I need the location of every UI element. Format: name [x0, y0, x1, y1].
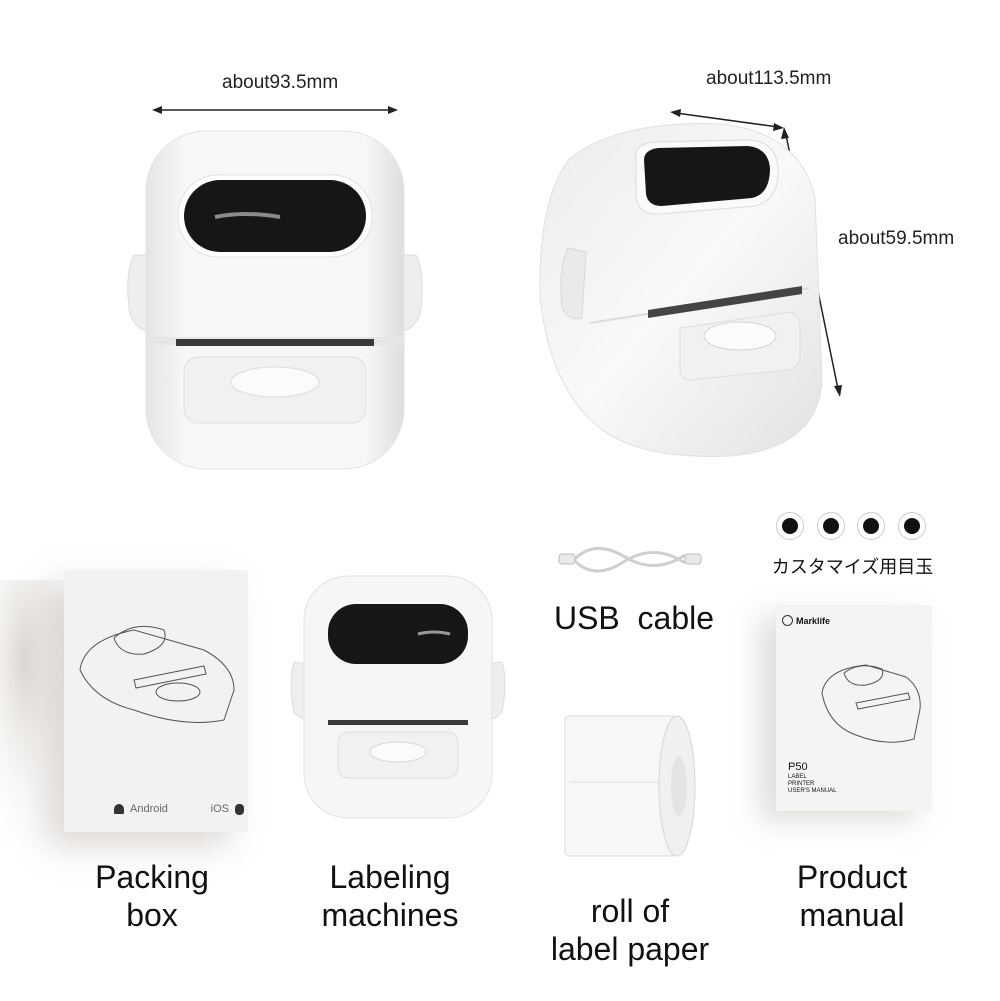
customize-eyes-label: カスタマイズ用目玉: [771, 557, 934, 577]
caption-labeling-machines: Labeling machines: [321, 859, 459, 933]
width-dimension-label: about93.5mm: [222, 72, 339, 93]
caption-packing-box: Packing box: [95, 859, 209, 933]
product-manual: Marklife P50 LABEL PRINTER USER'S MANUAL: [776, 605, 932, 811]
ios-label: iOS: [210, 803, 229, 815]
manual-model: P50: [788, 761, 808, 773]
apple-icon: [235, 803, 244, 815]
packing-box-printer-drawing: [79, 625, 235, 723]
usb-cable-label: USB cable: [553, 600, 715, 636]
eye-icon: [776, 512, 804, 540]
caption-product-manual: Product manual: [796, 859, 908, 933]
height-dimension-label: about59.5mm: [838, 228, 955, 249]
manual-printer-drawing: [821, 664, 921, 743]
manual-line1: LABEL: [788, 774, 807, 780]
android-label: Android: [130, 803, 168, 815]
eye-icon: [897, 512, 926, 540]
packing-box: Android iOS: [64, 570, 248, 832]
manual-brand-text: Marklife: [796, 615, 831, 626]
manual-cover-text: P50 LABEL PRINTER USER'S MANUAL: [788, 761, 837, 795]
packing-box-os-row: Android iOS: [114, 796, 244, 822]
printer-front-view: [127, 130, 423, 470]
manual-line3: USER'S MANUAL: [788, 788, 837, 794]
brand-logo-icon: [782, 615, 793, 626]
usb-cable-icon: [558, 547, 702, 573]
android-icon: [114, 804, 124, 814]
printer-perspective-view: [539, 123, 823, 457]
label-paper-roll: [564, 715, 696, 857]
depth-dimension-label: about113.5mm: [706, 68, 832, 89]
labeling-machine: [290, 575, 506, 819]
eye-icon: [816, 512, 845, 540]
width-dimension-arrow: [152, 106, 398, 114]
eye-icon: [857, 512, 886, 540]
caption-label-paper: roll of label paper: [550, 893, 710, 967]
manual-line2: PRINTER: [788, 781, 815, 787]
manual-brand: Marklife: [782, 615, 830, 626]
customize-eyes-row: [776, 512, 926, 542]
